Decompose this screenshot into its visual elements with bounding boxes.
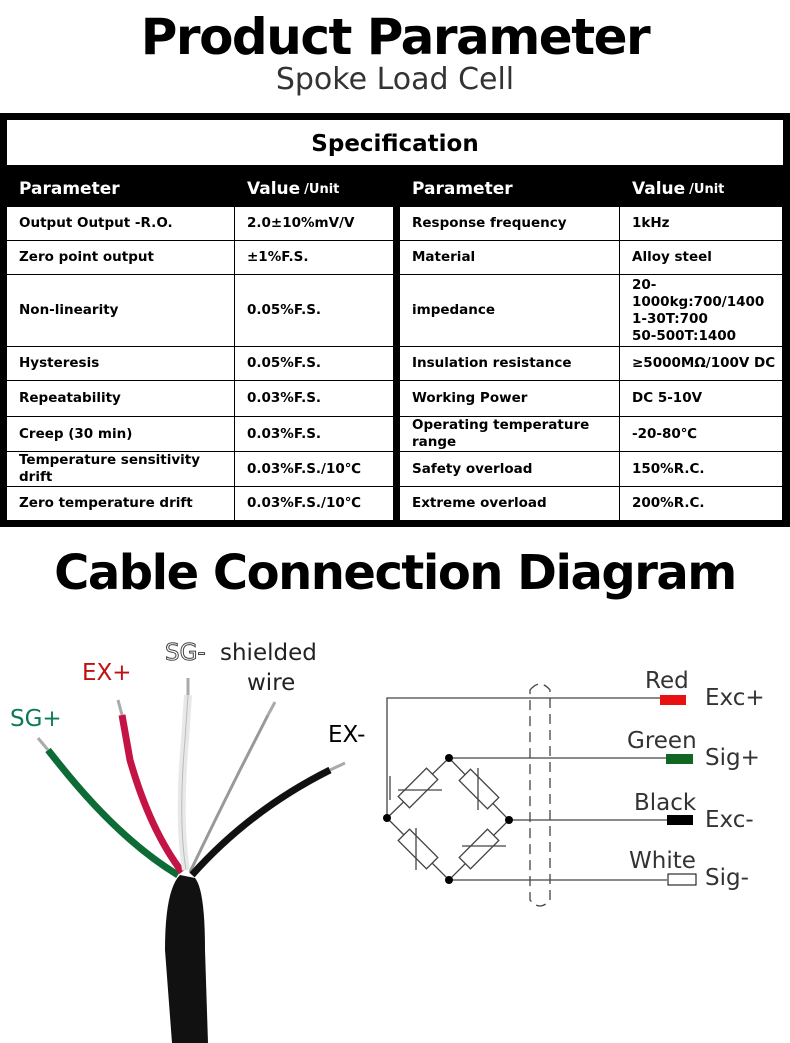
value-cell: 1kHz [620, 207, 783, 241]
black-wire-swatch [667, 815, 693, 825]
wire-signal-label: Exc+ [705, 685, 765, 711]
parameter-cell: Insulation resistance [400, 347, 620, 381]
col-header-value: Value/Unit [620, 172, 783, 207]
green-wire-swatch [666, 754, 693, 764]
wire-color-label: Black [634, 790, 697, 816]
parameter-cell: Extreme overload [400, 487, 620, 521]
value-label: Value [632, 179, 686, 199]
parameter-cell: Non-linearity [7, 275, 235, 347]
wire-color-label: Red [645, 668, 689, 694]
cable-photo [36, 678, 346, 1043]
value-cell: DC 5-10V [620, 381, 783, 417]
unit-label: /Unit [689, 182, 725, 197]
value-cell: 200%R.C. [620, 487, 783, 521]
parameter-cell: Material [400, 241, 620, 275]
spec-row: Output Output -R.O.2.0±10%mV/V [7, 207, 394, 241]
wire-signal-label: Sig- [705, 865, 749, 891]
wire-color-label: White [629, 848, 696, 874]
parameter-cell: Creep (30 min) [7, 417, 235, 452]
wire-color-label: Green [627, 728, 697, 754]
value-cell: 0.03%F.S./10℃ [235, 452, 394, 487]
cable-title: Cable Connection Diagram [54, 545, 737, 601]
value-cell: 0.05%F.S. [235, 275, 394, 347]
label-sg-plus: SG+ [10, 706, 62, 732]
spec-row: Creep (30 min)0.03%F.S. [7, 417, 394, 452]
parameter-cell: impedance [400, 275, 620, 347]
value-cell: -20-80℃ [620, 417, 783, 452]
unit-label: /Unit [304, 182, 340, 197]
page-subtitle: Spoke Load Cell [275, 62, 515, 97]
value-cell: 20-1000kg:700/1400 1-30T:700 50-500T:140… [620, 275, 783, 347]
spec-row: Insulation resistance≥5000MΩ/100V DC [400, 347, 783, 381]
value-cell: 0.05%F.S. [235, 347, 394, 381]
value-cell: Alloy steel [620, 241, 783, 275]
col-header-parameter: Parameter [7, 172, 235, 207]
parameter-cell: Operating temperature range [400, 417, 620, 452]
label-ex-minus: EX- [328, 722, 366, 748]
parameter-cell: Safety overload [400, 452, 620, 487]
spec-title: Specification [7, 120, 783, 165]
value-cell: ≥5000MΩ/100V DC [620, 347, 783, 381]
wire-signal-label: Sig+ [705, 745, 760, 771]
value-cell: 150%R.C. [620, 452, 783, 487]
value-cell: 0.03%F.S./10℃ [235, 487, 394, 521]
red-wire-swatch [660, 695, 686, 705]
value-label: Value [247, 179, 301, 199]
wiring-diagram [383, 683, 697, 907]
parameter-cell: Output Output -R.O. [7, 207, 235, 241]
parameter-cell: Zero point output [7, 241, 235, 275]
value-cell: 0.03%F.S. [235, 417, 394, 452]
parameter-cell: Zero temperature drift [7, 487, 235, 521]
parameter-cell: Hysteresis [7, 347, 235, 381]
spec-row: Operating temperature range-20-80℃ [400, 417, 783, 452]
col-header-parameter: Parameter [400, 172, 620, 207]
parameter-cell: Response frequency [400, 207, 620, 241]
page-title: Product Parameter [140, 8, 651, 66]
wire-signal-label: Exc- [705, 807, 754, 833]
label-sg-minus: SG- [165, 640, 207, 667]
parameter-cell: Temperature sensitivity drift [7, 452, 235, 487]
label-ex-plus: EX+ [82, 660, 132, 686]
label-shielded: shielded [220, 640, 317, 666]
value-cell: 0.03%F.S. [235, 381, 394, 417]
spec-row: Zero point output±1%F.S. [7, 241, 394, 275]
col-header-value: Value/Unit [235, 172, 394, 207]
parameter-cell: Repeatability [7, 381, 235, 417]
value-cell: ±1%F.S. [235, 241, 394, 275]
parameter-cell: Working Power [400, 381, 620, 417]
value-cell: 2.0±10%mV/V [235, 207, 394, 241]
label-wire: wire [247, 670, 296, 696]
white-wire-swatch [667, 873, 697, 886]
